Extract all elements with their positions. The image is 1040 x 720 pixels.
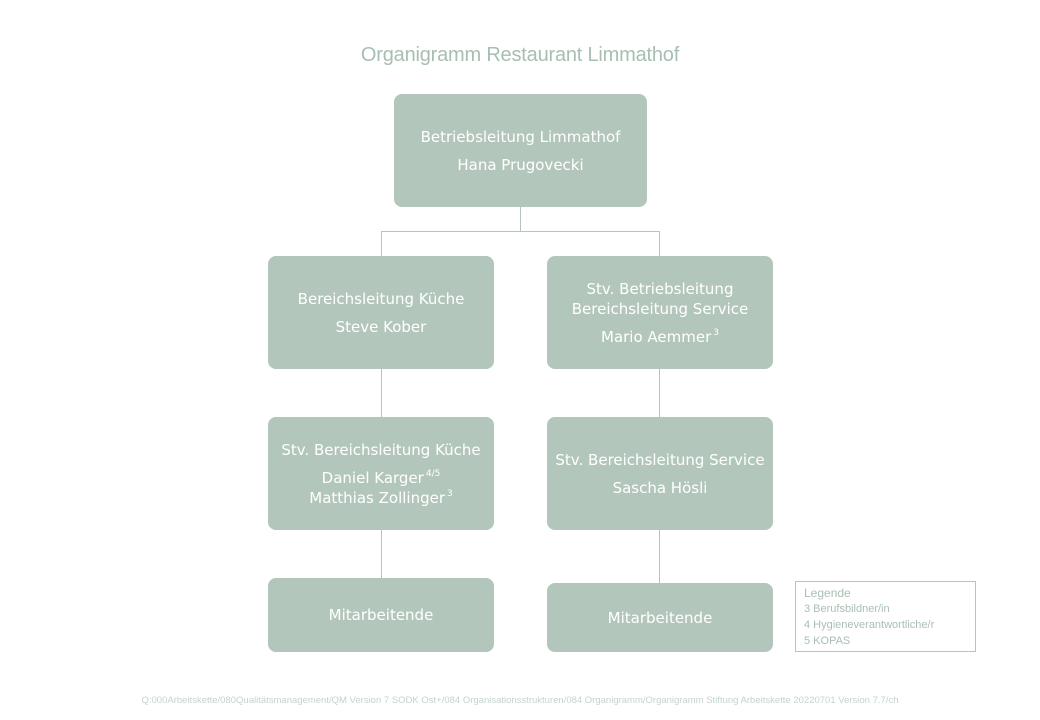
- person-name: Mario Aemmer: [601, 327, 712, 346]
- node-role: Stv. Bereichsleitung Service: [555, 450, 765, 469]
- node-role: Stv. Bereichsleitung Küche: [281, 440, 481, 459]
- node-bereichsleitung-service: Stv. Betriebsleitung Bereichsleitung Ser…: [547, 256, 773, 369]
- node-label: Mitarbeitende: [607, 608, 713, 627]
- legend-item: 3 Berufsbildner/in: [804, 603, 890, 615]
- node-stv-bereichsleitung-kueche: Stv. Bereichsleitung Küche Daniel Karger…: [268, 417, 494, 530]
- node-betriebsleitung: Betriebsleitung Limmathof Hana Prugoveck…: [394, 94, 647, 207]
- legend-box: Legende 3 Berufsbildner/in 4 Hygienevera…: [795, 581, 976, 652]
- node-person: Steve Kober: [335, 317, 427, 336]
- person-name: Matthias Zollinger: [309, 488, 445, 507]
- file-path-footer: Q:000Arbeitskette/080Qualitätsmanagement…: [141, 695, 899, 706]
- person-marker: 3: [713, 327, 719, 338]
- node-label: Mitarbeitende: [328, 606, 434, 624]
- node-person: Hana Prugovecki: [457, 155, 584, 174]
- node-stv-bereichsleitung-service: Stv. Bereichsleitung Service Sascha Hösl…: [547, 417, 773, 530]
- legend-item: 4 Hygieneverantwortliche/r: [804, 619, 935, 631]
- person-marker: 4/5: [425, 468, 441, 479]
- node-person: Sascha Hösli: [612, 478, 708, 497]
- chart-title: Organigramm Restaurant Limmathof: [360, 44, 680, 66]
- node-role: Bereichsleitung Küche: [297, 289, 465, 308]
- node-mitarbeitende-kueche: Mitarbeitende: [268, 578, 494, 652]
- node-role-line2: Bereichsleitung Service: [571, 299, 749, 318]
- node-mitarbeitende-service: Mitarbeitende: [547, 583, 773, 652]
- node-role-line1: Stv. Betriebsleitung: [586, 279, 734, 298]
- legend-title: Legende: [804, 586, 851, 600]
- person-marker: 3: [447, 488, 453, 499]
- node-role: Betriebsleitung Limmathof: [420, 127, 621, 146]
- node-bereichsleitung-kueche: Bereichsleitung Küche Steve Kober: [268, 256, 494, 369]
- person-name: Daniel Karger: [321, 468, 424, 487]
- legend-item: 5 KOPAS: [804, 635, 851, 647]
